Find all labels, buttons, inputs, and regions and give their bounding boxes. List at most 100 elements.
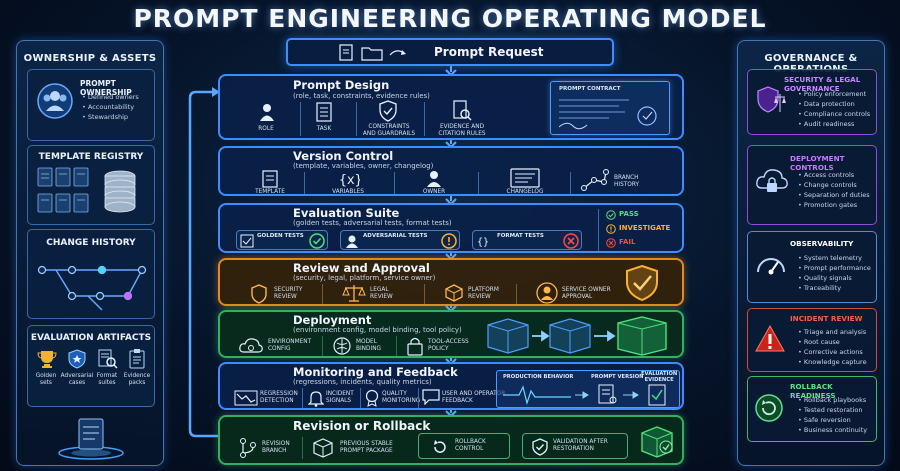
warning-icon xyxy=(755,324,785,352)
ownership-item: Stewardship xyxy=(82,112,139,122)
document-search-icon xyxy=(98,349,118,369)
task-list-icon xyxy=(316,102,332,122)
template-registry-title: TEMPLATE REGISTRY xyxy=(38,152,144,162)
cloud-lock-icon xyxy=(756,169,788,192)
fail-icon xyxy=(606,238,616,248)
card-item: System telemetry xyxy=(798,253,871,263)
shield-scales-icon xyxy=(757,86,786,113)
change-history-title: CHANGE HISTORY xyxy=(46,238,136,248)
restored-package-icon xyxy=(641,426,673,458)
card-item: Access controls xyxy=(798,170,870,180)
trophy-icon xyxy=(37,351,57,368)
card-title: OBSERVABILITY xyxy=(790,239,854,248)
changelog-icon xyxy=(510,168,540,188)
ownership-item: Defined owners xyxy=(82,92,139,102)
card-item: Prompt performance xyxy=(798,263,871,273)
card-title: DEPLOYMENT CONTROLS xyxy=(790,154,845,172)
fail-circle-icon xyxy=(563,233,579,249)
stage-title: Review and Approval xyxy=(293,261,430,275)
stage-subtitle: (environment config, model binding, tool… xyxy=(293,326,462,334)
package-icon xyxy=(313,438,333,458)
change-history-card: CHANGE HISTORY xyxy=(27,229,155,319)
stage-title: Monitoring and Feedback xyxy=(293,365,458,379)
validated-shield-icon xyxy=(532,438,548,456)
version-item: TEMPLATE xyxy=(255,189,285,195)
card-item: Business continuity xyxy=(798,425,867,435)
card-item: Triage and analysis xyxy=(798,327,867,337)
platform-cube-icon xyxy=(445,284,463,302)
stage-title: Revision or Rollback xyxy=(293,419,431,433)
alert-circle-icon xyxy=(441,233,457,249)
security-legal-card: SECURITY & LEGAL GOVERNANCE Policy enfor… xyxy=(747,69,877,135)
prompt-ownership-card: PROMPT OWNERSHIP Defined owners Accounta… xyxy=(27,69,155,141)
stage-title: Version Control xyxy=(293,149,394,163)
checklist-icon xyxy=(240,234,254,248)
prompt-request-box: Prompt Request xyxy=(286,38,614,66)
ownership-item: Accountability xyxy=(82,102,139,112)
design-item: ROLE xyxy=(258,126,274,132)
archive-pedestal-icon xyxy=(58,418,124,460)
production-flow-icon xyxy=(503,384,666,406)
clipboard-icon xyxy=(129,349,145,369)
monitoring-feedback-stage: Monitoring and Feedback (regressions, in… xyxy=(218,362,684,410)
stage-subtitle: (security, legal, platform, service owne… xyxy=(293,274,436,282)
status-pass: PASS xyxy=(619,210,639,218)
panel-label: PROMPT VERSION xyxy=(591,374,644,380)
rollback-icon xyxy=(434,440,446,453)
stage-title: Deployment xyxy=(293,313,372,327)
page-title: PROMPT ENGINEERING OPERATING MODEL xyxy=(133,4,767,33)
card-item: Quality signals xyxy=(798,273,871,283)
card-title: INCIDENT REVIEW xyxy=(790,314,863,323)
deployment-stage: Deployment (environment config, model bi… xyxy=(218,310,684,358)
incident-review-card: INCIDENT REVIEW Triage and analysis Root… xyxy=(747,308,877,372)
gauge-icon xyxy=(757,258,785,275)
pass-icon xyxy=(606,210,616,220)
adversarial-tests-label: ADVERSARIAL TESTS xyxy=(363,233,428,239)
card-item: Policy enforcement xyxy=(798,89,870,99)
variables-icon: {x} xyxy=(339,173,360,188)
contract-document-icon xyxy=(559,99,657,130)
prompt-contract-label: PROMPT CONTRACT xyxy=(559,86,621,92)
template-icon xyxy=(262,170,278,188)
shield-icon xyxy=(379,100,397,122)
ownership-assets-heading: OWNERSHIP & ASSETS xyxy=(23,53,157,64)
prompt-design-stage: Prompt Design (role, task, constraints, … xyxy=(218,74,684,140)
deployment-controls-card: DEPLOYMENT CONTROLS Access controls Chan… xyxy=(747,145,877,225)
request-documents-icon xyxy=(339,44,406,61)
format-tests-pill: {} FORMAT TESTS xyxy=(472,230,582,250)
stage-title: Prompt Design xyxy=(293,78,390,92)
stage-subtitle: (regressions, incidents, quality metrics… xyxy=(293,378,432,386)
version-control-stage: Version Control (template, variables, ow… xyxy=(218,146,684,196)
ownership-assets-panel: OWNERSHIP & ASSETS PROMPT OWNERSHIP Defi… xyxy=(16,40,164,466)
review-approval-stage: Review and Approval (security, legal, pl… xyxy=(218,258,684,306)
stage-subtitle: (golden tests, adversarial tests, format… xyxy=(293,219,452,227)
stage-subtitle: (template, variables, owner, changelog) xyxy=(293,162,434,170)
people-icon xyxy=(37,83,73,119)
card-item: Audit readiness xyxy=(798,119,870,129)
card-item: Promotion gates xyxy=(798,200,870,210)
version-item: CHANGELOG xyxy=(506,189,544,195)
golden-tests-label: GOLDEN TESTS xyxy=(257,233,304,239)
evaluation-suite-stage: Evaluation Suite (golden tests, adversar… xyxy=(218,203,684,253)
template-registry-icon xyxy=(37,167,136,213)
branch-icon xyxy=(240,438,256,458)
